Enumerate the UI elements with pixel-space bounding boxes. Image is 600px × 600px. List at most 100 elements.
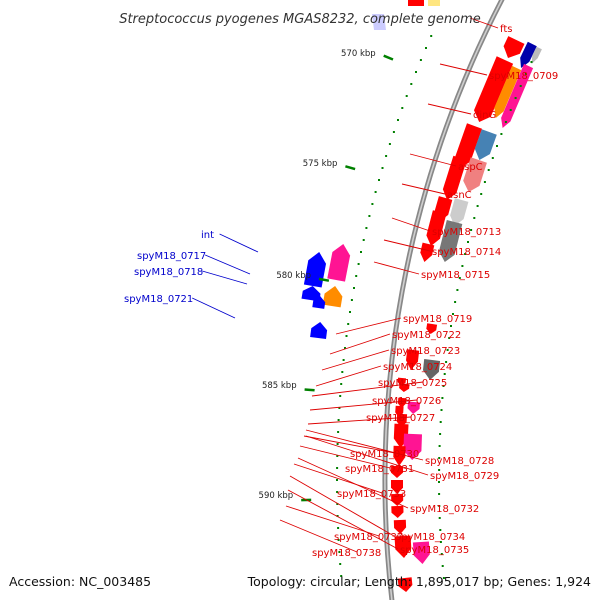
forward-leader-line [409, 153, 457, 167]
tick-dot [337, 527, 340, 529]
forward-gene-lower-16 [391, 505, 404, 518]
forward-gene-3 [531, 46, 542, 64]
tick-dot-inner [438, 469, 441, 471]
tick-dot-inner [442, 385, 445, 387]
forward-gene-label: spyM18_0733 [337, 489, 406, 500]
forward-gene-label: spyM18_0727 [366, 413, 435, 424]
tick-dot-inner [443, 373, 446, 375]
tick-dot [425, 47, 427, 49]
forward-leader-line [279, 519, 358, 553]
tick-dot-inner [438, 457, 441, 459]
forward-gene-1 [503, 36, 525, 58]
tick-dot [342, 359, 345, 361]
forward-gene-lower-18 [394, 535, 412, 558]
tick-dot [360, 251, 362, 253]
scale-tick [304, 388, 315, 392]
reverse-gene-6 [310, 322, 328, 339]
forward-gene-label: spyM18_0719 [403, 314, 472, 325]
forward-leader-line [287, 489, 399, 550]
accession-text: Accession: NC_003485 [9, 574, 151, 589]
tick-dot-inner [439, 421, 442, 423]
tick-dot [339, 395, 342, 397]
forward-leader-line [401, 183, 446, 195]
tick-dot-inner [446, 349, 449, 351]
reverse-gene-1 [327, 244, 351, 282]
forward-leader-line [299, 445, 391, 469]
tick-dot-inner [530, 61, 533, 63]
tick-dot-inner [500, 133, 503, 135]
tick-dot [345, 335, 348, 337]
forward-gene-label: spyM18_0713 [432, 227, 501, 238]
forward-leader-line [305, 429, 424, 461]
forward-leader-line [329, 333, 391, 355]
forward-leader-line [289, 475, 395, 537]
forward-gene-label: spyM18_0734 [396, 532, 465, 543]
reverse-gene-3 [322, 286, 343, 308]
tick-dot-inner [464, 253, 467, 255]
tick-dot-inner [441, 565, 444, 567]
tick-dot [419, 59, 422, 61]
forward-gene-lower-1 [426, 323, 438, 334]
forward-gene-top-c [372, 14, 386, 30]
tick-dot [362, 239, 365, 241]
tick-dot [340, 383, 343, 385]
tick-dot-inner [483, 181, 486, 183]
tick-dot [368, 215, 371, 217]
tick-dot [340, 575, 343, 577]
tick-dot [336, 479, 338, 481]
scale-label: 580 kbp [276, 271, 311, 281]
reverse-leader-line [205, 254, 251, 275]
tick-dot-inner [438, 505, 441, 507]
tick-dot-inner [454, 301, 457, 303]
forward-gene-label: spyM18_0714 [432, 247, 501, 258]
reverse-gene-2 [303, 252, 326, 288]
forward-leader-line [427, 103, 472, 115]
tick-dot-inner [525, 73, 527, 75]
tick-dot [341, 371, 344, 373]
reverse-gene-5 [312, 296, 326, 309]
forward-gene-lower-2 [406, 349, 420, 370]
scale-label: 575 kbp [303, 159, 338, 169]
tick-dot-inner [496, 145, 498, 147]
tick-dot [357, 263, 360, 265]
forward-gene-lower-20 [397, 577, 413, 592]
tick-dot [337, 431, 340, 433]
tick-dot-inner [456, 289, 459, 291]
tick-dot-inner [461, 265, 464, 267]
tick-dot-inner [450, 325, 452, 327]
reverse-gene-label: int [201, 230, 214, 241]
forward-gene-lower-5 [399, 383, 410, 392]
tick-dot [349, 311, 351, 313]
forward-leader-line [285, 505, 380, 537]
forward-gene-label: spyM18_0715 [421, 270, 490, 281]
forward-gene-6 [501, 63, 534, 128]
tick-dot [336, 467, 339, 469]
forward-gene-label: spyM18_0709 [489, 71, 558, 82]
forward-gene-14 [439, 220, 463, 262]
forward-leader-line [335, 317, 402, 335]
forward-leader-line [303, 435, 396, 454]
tick-dot-inner [438, 517, 441, 519]
forward-gene-top-b [428, 0, 440, 6]
tick-dot-inner [438, 445, 441, 447]
forward-leader-line [439, 63, 488, 76]
forward-gene-5 [494, 65, 522, 118]
tick-dot-inner [519, 85, 522, 87]
tick-dot-inner [439, 433, 442, 435]
forward-gene-lower-3 [423, 359, 441, 380]
forward-gene-label: spyM18_0737 [334, 532, 403, 543]
tick-dot-inner [438, 481, 440, 483]
tick-dot [430, 35, 433, 37]
tick-dot-inner [467, 241, 469, 243]
forward-leader-line [391, 217, 431, 232]
tick-dot [381, 167, 384, 169]
scale-label: 570 kbp [341, 49, 376, 59]
tick-dot-inner [504, 121, 507, 123]
tick-dot [344, 347, 346, 349]
tick-dot-inner [440, 409, 443, 411]
forward-gene-lower-12 [393, 445, 406, 466]
tick-dot [371, 203, 374, 205]
forward-leader-line [383, 239, 431, 252]
tick-dot-inner [452, 313, 454, 315]
